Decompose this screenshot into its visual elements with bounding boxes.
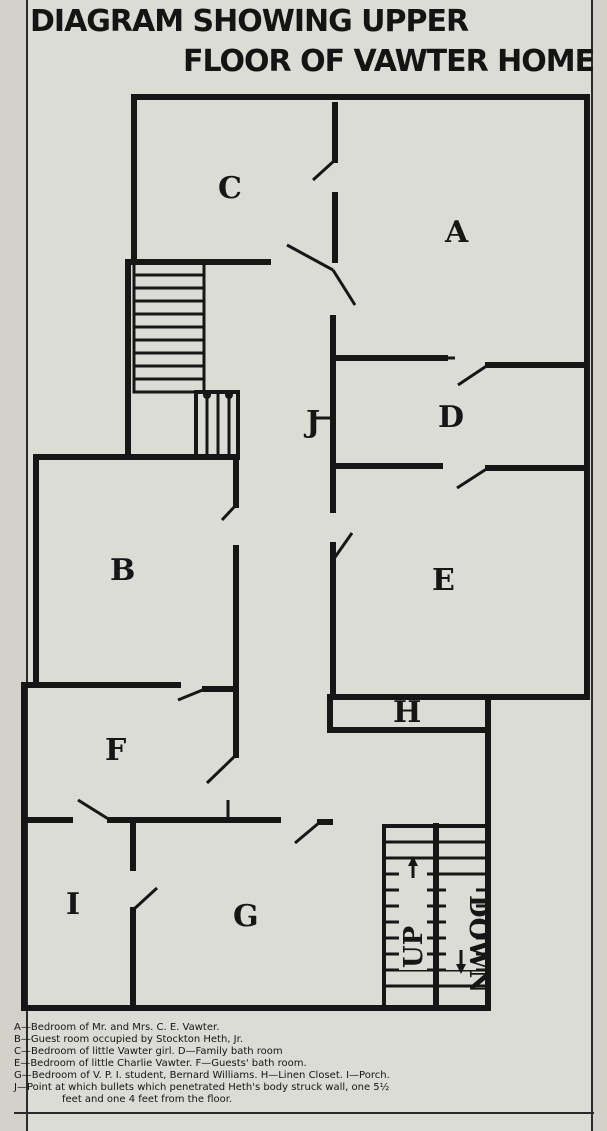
room-label-a: A [444,215,469,250]
legend: A—Bedroom of Mr. and Mrs. C. E. Vawter. … [14,1022,594,1106]
room-label-e: E [432,563,455,598]
room-label-i: I [66,887,80,922]
outer-walls [21,94,590,1011]
legend-line: B—Guest room occupied by Stockton Heth, … [14,1034,243,1045]
stairs-arrows: UP DOWN [399,856,493,993]
stairs-down-label: DOWN [463,895,493,993]
left-column-edge [0,0,28,1131]
right-column-edge [591,0,607,1131]
diagram-title-line1: DIAGRAM SHOWING UPPER [30,4,469,39]
legend-line: feet and one 4 feet from the floor. [62,1094,233,1105]
room-label-b: B [110,553,135,588]
legend-line: J—Point at which bullets which penetrate… [14,1082,390,1093]
legend-line: A—Bedroom of Mr. and Mrs. C. E. Vawter. [14,1022,220,1033]
room-label-c: C [218,171,242,206]
room-label-f: F [105,733,126,768]
diagram-title-line2: FLOOR OF VAWTER HOME [183,44,595,79]
legend-line: C—Bedroom of little Vawter girl. D—Famil… [14,1046,283,1057]
legend-line: G—Bedroom of V. P. I. student, Bernard W… [14,1070,390,1081]
up-arrow-icon [408,856,418,866]
stairs-upper [132,260,240,460]
interior-walls [21,102,590,1011]
room-labels: C A D J B E H F I G [66,171,469,934]
legend-line: E—Bedroom of little Charlie Vawter. F—Gu… [14,1058,307,1069]
down-arrow-icon [456,964,466,974]
room-label-d: D [438,400,464,435]
stairs-up-label: UP [399,926,429,968]
bottom-rule [14,1112,594,1114]
room-label-j: J [303,405,320,440]
room-label-g: G [233,899,259,934]
room-label-h: H [393,695,421,730]
